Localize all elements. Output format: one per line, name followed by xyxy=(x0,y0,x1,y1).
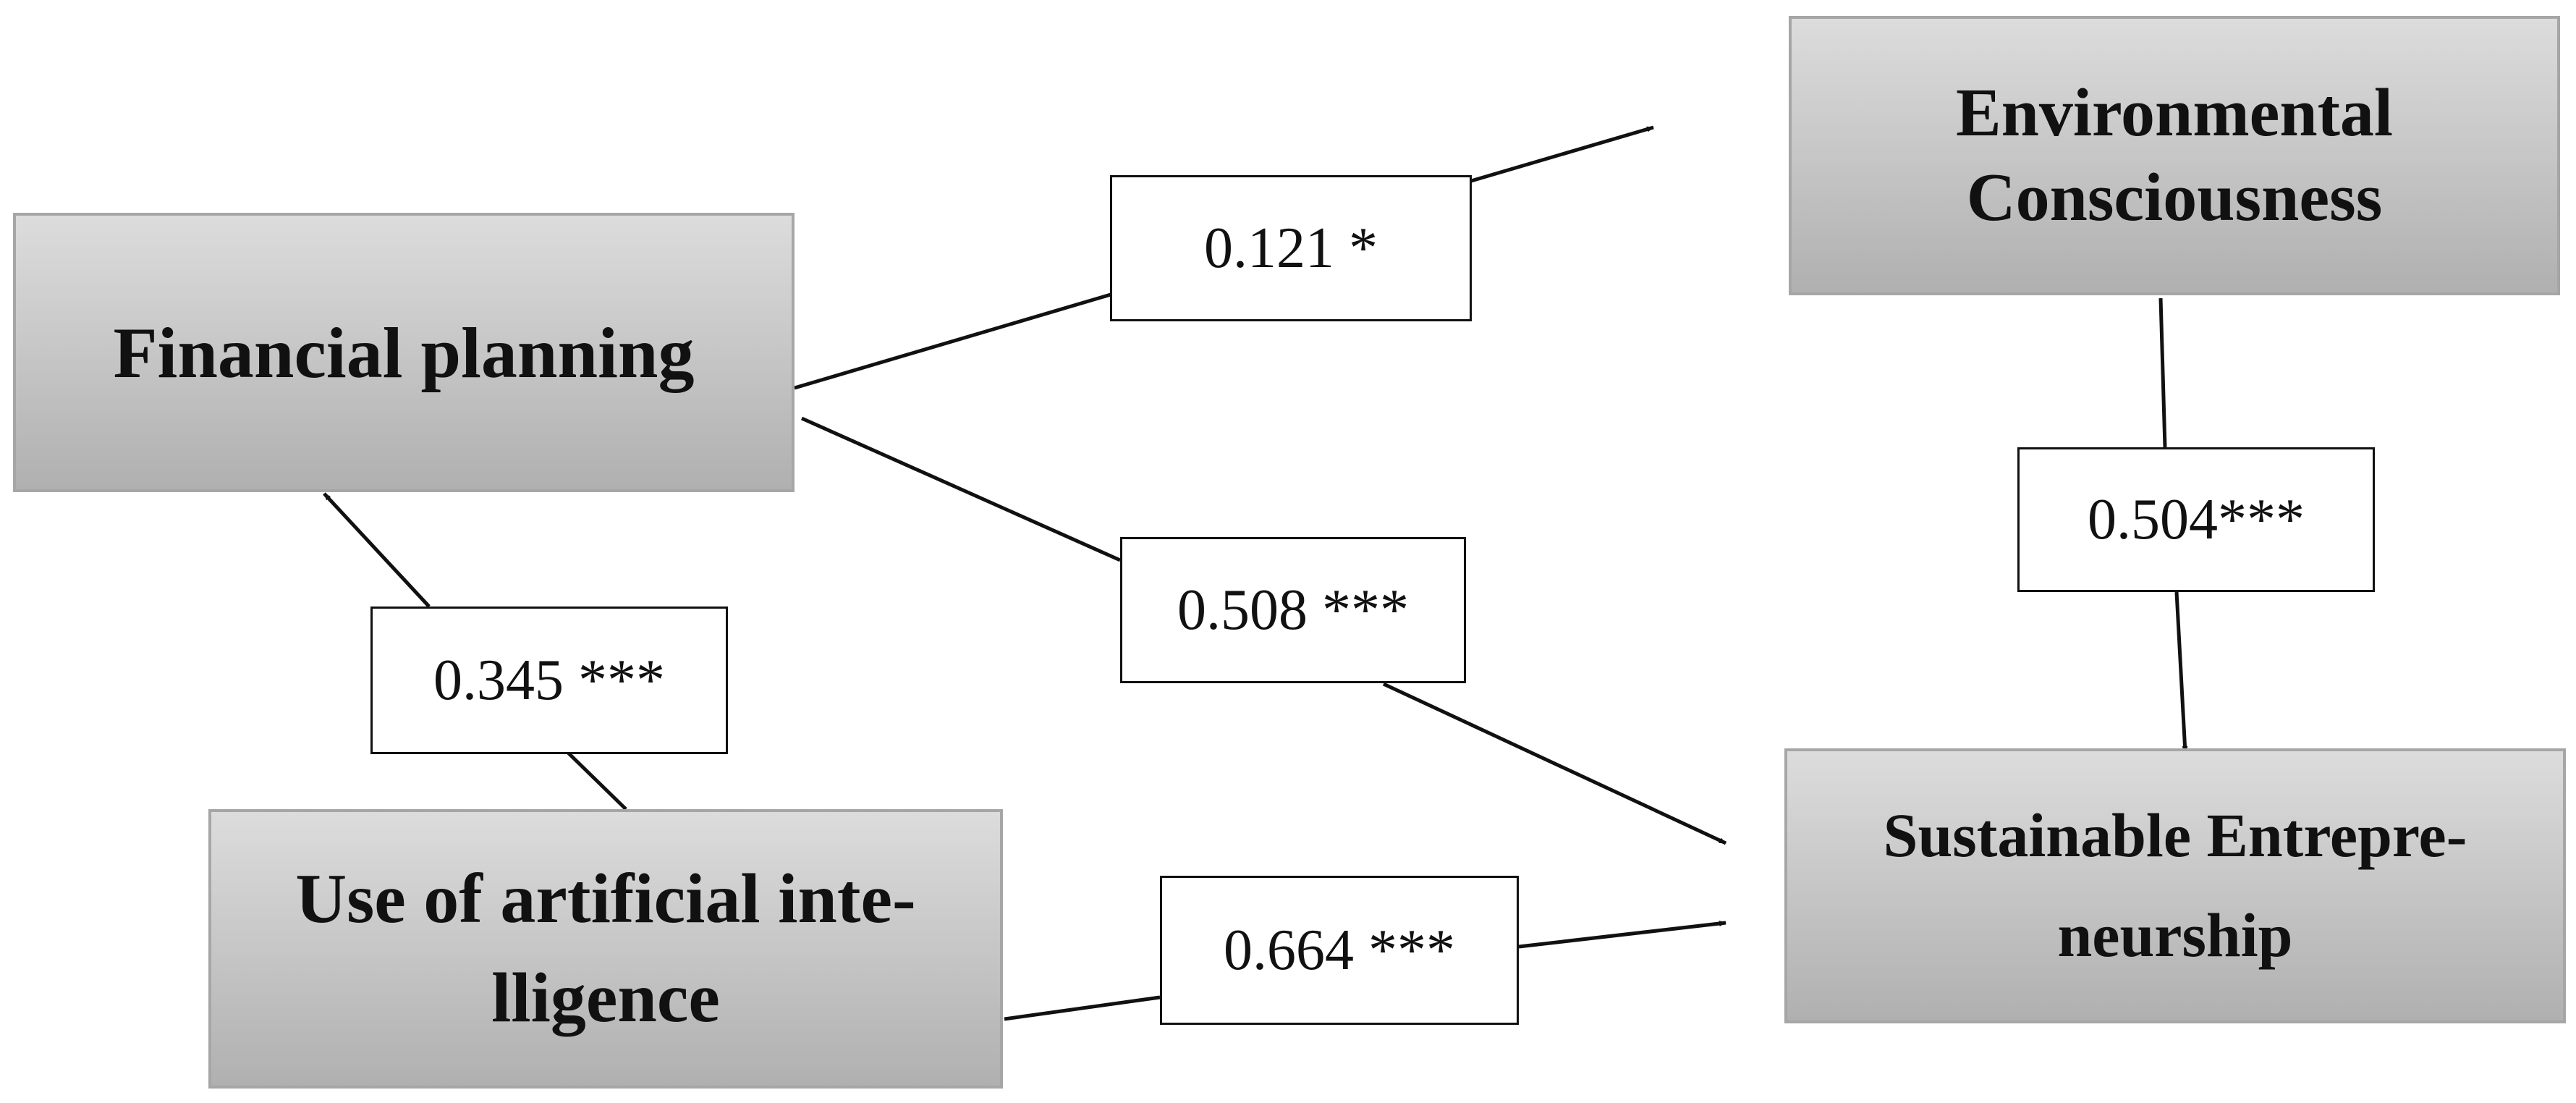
node-sustainable-entrepreneurship: Sustainable Entrepre- neurship xyxy=(1784,748,2566,1023)
arrow-ai-to-se xyxy=(1004,995,1161,1021)
arrow-ai-to-fp-head xyxy=(323,492,431,608)
arrow-ai-to-se-head xyxy=(1518,921,1726,949)
coef-ec-to-se-text: 0.504*** xyxy=(2088,487,2305,552)
coef-fp-to-ec-text: 0.121 * xyxy=(1204,216,1378,280)
arrow-ec-to-se xyxy=(2158,297,2167,448)
arrow-fp-to-ec xyxy=(794,292,1111,390)
coef-fp-to-se: 0.508 *** xyxy=(1120,537,1466,683)
node-sustainable-entrepreneurship-line-2: neurship xyxy=(2057,900,2293,970)
coef-ai-to-fp-text: 0.345 *** xyxy=(433,648,665,712)
node-use-of-ai-line-1: Use of artificial inte- xyxy=(295,859,916,938)
node-sustainable-entrepreneurship-line-1: Sustainable Entrepre- xyxy=(1883,800,2467,871)
node-environmental-consciousness-line-1: Environmental xyxy=(1955,75,2394,151)
node-financial-planning-line-1: Financial planning xyxy=(113,312,695,393)
coef-fp-to-se-text: 0.508 *** xyxy=(1177,578,1409,642)
node-environmental-consciousness-line-2: Consciousness xyxy=(1966,160,2383,235)
coef-ai-to-fp: 0.345 *** xyxy=(370,607,728,754)
node-environmental-consciousness: Environmental Consciousness xyxy=(1789,16,2560,295)
coef-ai-to-se-text: 0.664 *** xyxy=(1224,918,1455,982)
coef-ec-to-se: 0.504*** xyxy=(2017,447,2375,592)
arrow-ec-to-se-head xyxy=(2174,591,2188,753)
arrow-fp-to-se xyxy=(800,416,1122,562)
node-use-of-ai: Use of artificial inte- lligence xyxy=(208,809,1003,1089)
node-use-of-ai-line-2: lligence xyxy=(491,959,720,1037)
arrow-fp-to-se-head xyxy=(1382,682,1727,845)
arrow-ai-to-fp xyxy=(567,751,627,811)
arrow-fp-to-ec-head xyxy=(1470,125,1654,183)
node-financial-planning: Financial planning xyxy=(13,213,795,492)
coef-fp-to-ec: 0.121 * xyxy=(1110,175,1472,321)
coef-ai-to-se: 0.664 *** xyxy=(1160,876,1519,1025)
